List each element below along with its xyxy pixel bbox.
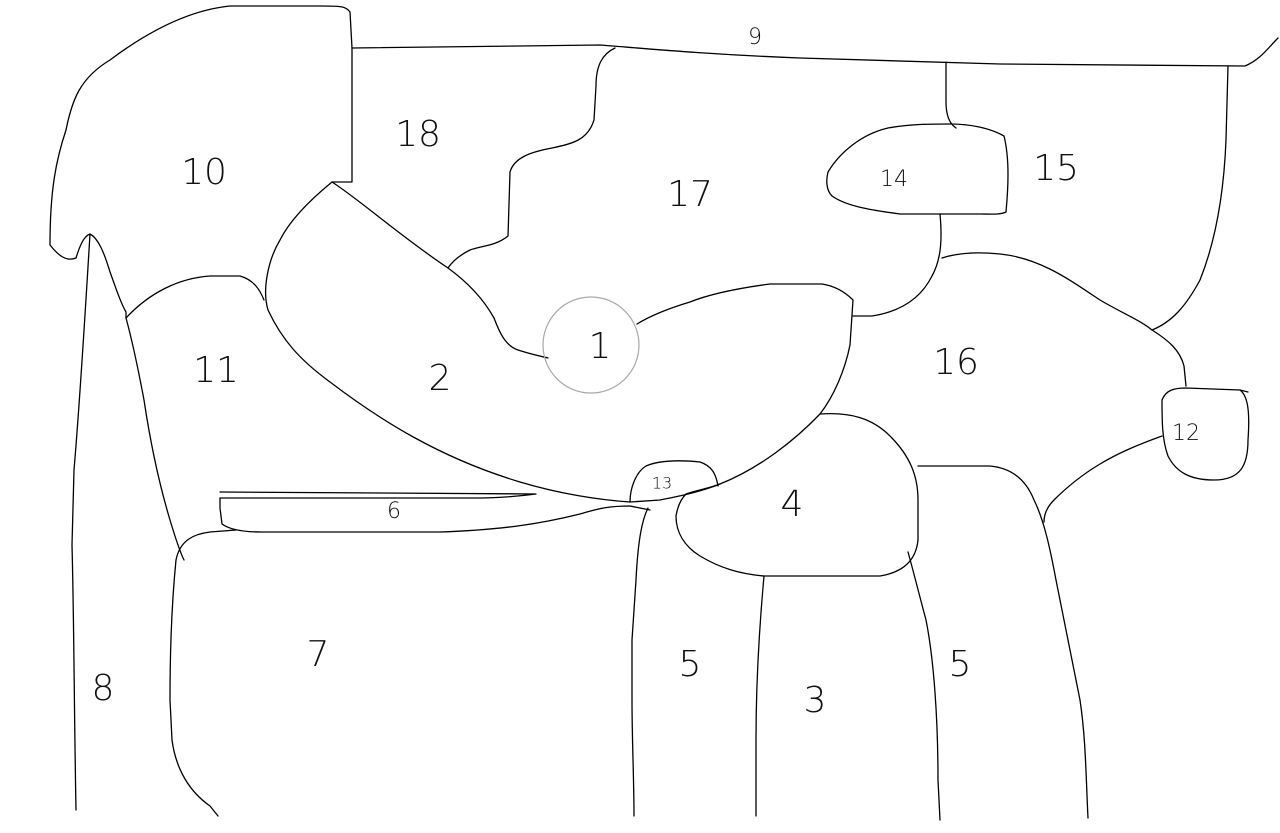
label-region-18: 18 [395,114,441,155]
label-region-12: 12 [1172,421,1200,446]
region-13-outline [629,460,719,503]
label-region-8: 8 [92,668,115,709]
region-5b-outline [917,465,1089,819]
label-region-10: 10 [181,152,227,193]
region-6-outline [219,491,651,533]
label-region-9: 9 [748,25,762,50]
region-5-right [755,575,765,817]
label-region-7: 7 [307,634,330,675]
region-2-top-edge [331,181,549,359]
region-12-tick [1239,389,1249,393]
divider-18-17 [447,47,616,269]
region-10-outline [49,5,353,319]
label-region-5b: 5 [949,644,972,685]
region-7-outline [169,529,237,817]
label-region-3: 3 [804,680,827,721]
divider-15-right [1151,65,1229,331]
label-region-6: 6 [387,499,401,524]
region-5-outline [631,507,649,817]
region-4-outline [675,412,919,577]
region-14-outline [826,123,1009,215]
label-region-14: 14 [880,167,908,192]
label-region-1: 1 [589,326,612,367]
region-16-top [941,252,1187,387]
region-16-bottom [1043,435,1163,523]
divider-17-16 [852,213,942,317]
label-region-4: 4 [781,484,804,525]
region-12-outline [1161,387,1250,481]
label-region-15: 15 [1033,148,1079,189]
region-10-right-edge [331,47,353,183]
label-region-11: 11 [193,350,239,391]
divider-17-15 [945,61,957,129]
label-region-17: 17 [667,174,713,215]
region-3-right [907,551,941,821]
region-2-outline [265,181,854,503]
label-region-16: 16 [933,342,979,383]
region-1-circle [542,296,640,394]
label-region-2: 2 [429,358,452,399]
boundary-top [351,37,1279,67]
region-11-outline [125,275,265,561]
label-region-5: 5 [679,644,702,685]
region-8-outline [71,233,91,811]
label-region-13: 13 [652,474,672,493]
